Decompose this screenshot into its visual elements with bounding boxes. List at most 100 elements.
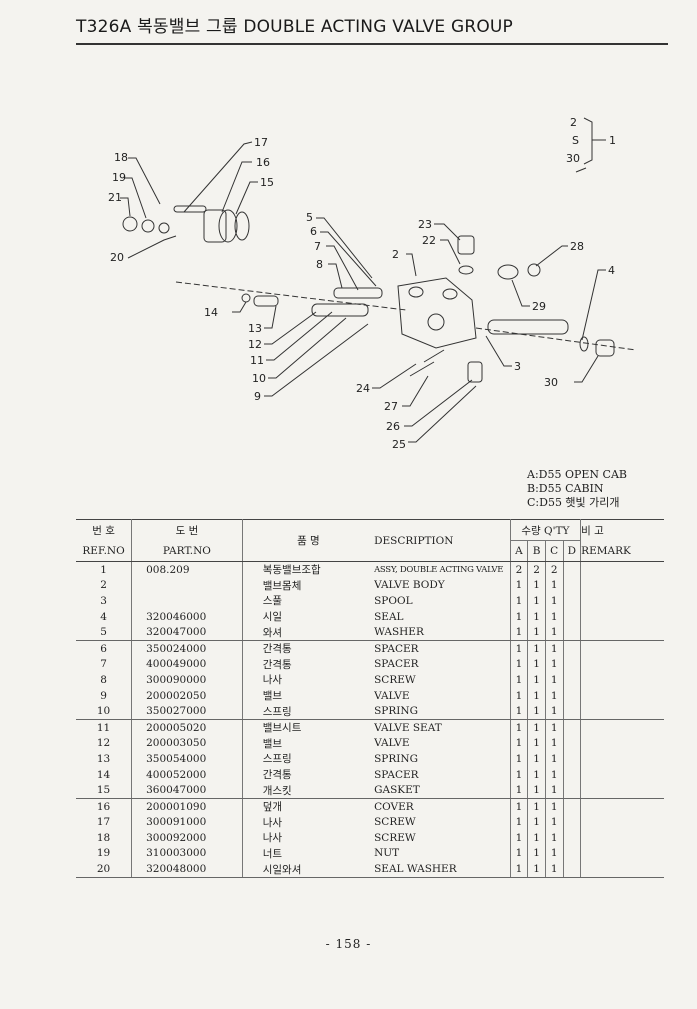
qty-d-cell (563, 735, 582, 752)
ref-no-cell: 17 (76, 814, 133, 831)
korean-name-cell: 나사 (262, 816, 283, 829)
qty-d-cell (563, 656, 582, 673)
qty-b-cell: 1 (527, 798, 546, 815)
qty-c-cell: 1 (545, 672, 564, 688)
part-no-cell: 350024000 (131, 640, 243, 657)
qty-a-cell: 1 (510, 719, 529, 736)
axis-line-2 (475, 327, 637, 351)
remark-cell (581, 736, 664, 752)
description-cell: SEAL WASHER (374, 861, 511, 878)
ref-no-cell: 2 (76, 577, 133, 594)
ref-no-cell: 12 (76, 735, 133, 752)
valve-part (311, 303, 369, 317)
korean-name-cell: 간격통 (262, 643, 292, 656)
qty-c-cell: 1 (545, 719, 564, 736)
header-remark-kr: 비 고 (580, 519, 664, 541)
qty-c-cell: 1 (545, 640, 564, 657)
legend-b: B:D55 CABIN (527, 482, 604, 495)
korean-name-cell: 복동밸브조합 (262, 564, 321, 577)
callout-1-top: 2 (570, 116, 577, 129)
qty-b-cell: 1 (527, 719, 546, 736)
body-port-3 (427, 313, 445, 331)
description-cell: SEAL (374, 608, 511, 625)
callout-9: 9 (254, 390, 261, 403)
remark-cell (581, 640, 664, 656)
remark-cell (581, 767, 664, 783)
model-legend: A:D55 OPEN CAB B:D55 CABIN C:D55 햇빛 가리개 (527, 468, 627, 510)
remark-cell (581, 830, 664, 846)
callout-29: 29 (532, 300, 546, 313)
remark-cell (581, 593, 664, 609)
leader-23 (434, 223, 461, 241)
ref-no-cell: 19 (76, 845, 133, 862)
leader-25 (408, 385, 477, 443)
remark-cell (581, 815, 664, 831)
remark-cell (581, 846, 664, 862)
qty-a-cell: 1 (510, 577, 529, 594)
parts-table-header: 번 호 도 번 품 명 DESCRIPTION 수량 Q'TY 비 고 REF.… (76, 519, 664, 562)
leader-28 (535, 245, 568, 267)
remark-cell (580, 703, 664, 720)
description-cell: COVER (374, 798, 511, 815)
description-cell: VALVE (374, 735, 511, 752)
qty-a-cell: 1 (510, 735, 529, 752)
callout-15: 15 (260, 176, 274, 189)
qty-b-cell: 1 (527, 672, 546, 688)
plug-part (595, 339, 615, 357)
header-ref-en: REF.NO (76, 540, 133, 562)
spring-part (253, 295, 279, 307)
header-ref-kr: 번 호 (76, 519, 133, 541)
qty-b-cell: 1 (527, 845, 546, 862)
callout-2: 2 (392, 248, 399, 261)
qty-d-cell (563, 766, 582, 783)
callout-13: 13 (248, 322, 262, 335)
header-qty-d: D (563, 540, 582, 562)
qty-a-cell: 1 (510, 861, 529, 878)
qty-a-cell: 1 (510, 672, 529, 688)
part-no-cell: 200002050 (131, 687, 243, 704)
callout-16: 16 (256, 156, 270, 169)
qty-a-cell: 1 (510, 782, 529, 799)
qty-a-cell: 1 (510, 656, 529, 673)
leader-26 (404, 379, 473, 427)
cover-part (203, 209, 227, 243)
ref-no-cell: 5 (76, 624, 133, 641)
valve-body-part (397, 277, 477, 349)
ref-no-cell: 10 (76, 703, 133, 720)
callout-27: 27 (384, 400, 398, 413)
qty-a-cell: 1 (510, 766, 529, 783)
qty-d-cell (563, 782, 582, 799)
ref-no-cell: 4 (76, 608, 133, 625)
ring-part (497, 264, 519, 280)
qty-d-cell (563, 624, 582, 641)
qty-b-cell: 1 (527, 593, 546, 609)
qty-b-cell: 1 (527, 735, 546, 752)
part-no-cell: 300091000 (131, 814, 243, 831)
parts-table: 번 호 도 번 품 명 DESCRIPTION 수량 Q'TY 비 고 REF.… (76, 519, 664, 878)
ref-no-cell: 18 (76, 830, 133, 846)
qty-d-cell (563, 798, 582, 815)
body-port-2 (442, 288, 458, 300)
remark-cell (580, 782, 664, 799)
description-cell: SCREW (374, 672, 511, 688)
description-cell: VALVE SEAT (374, 719, 511, 736)
callout-4: 4 (608, 264, 615, 277)
screw-8-part (333, 287, 383, 299)
part-no-cell: 320048000 (131, 861, 243, 878)
callout-11: 11 (250, 354, 264, 367)
bracket-1 (583, 117, 593, 165)
leader-8 (328, 263, 343, 289)
qty-a-cell: 1 (510, 798, 529, 815)
qty-a-cell: 2 (510, 561, 529, 578)
qty-d-cell (563, 608, 582, 625)
part-no-cell: 400052000 (131, 766, 243, 783)
qty-c-cell: 1 (545, 798, 564, 815)
page-title: T326A 복동밸브 그룹 DOUBLE ACTING VALVE GROUP (76, 17, 514, 37)
callout-19: 19 (112, 171, 126, 184)
leader-13 (264, 305, 277, 329)
